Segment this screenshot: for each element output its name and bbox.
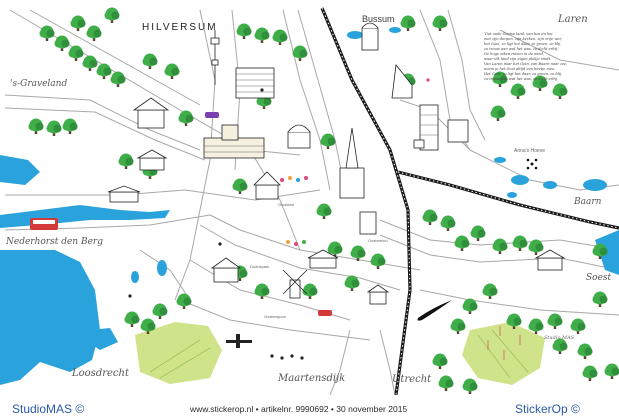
road bbox=[329, 329, 351, 395]
water-pond bbox=[389, 27, 401, 33]
meadow-left bbox=[135, 322, 222, 384]
label-laren: Laren bbox=[558, 14, 588, 25]
building-water-tower-bussum bbox=[361, 22, 379, 51]
airplane bbox=[226, 334, 252, 348]
building-house bbox=[307, 249, 339, 269]
label-utrecht: Utrecht bbox=[392, 374, 432, 385]
building-farm bbox=[366, 284, 390, 305]
building-tv-tower bbox=[210, 30, 220, 85]
road bbox=[4, 107, 206, 161]
building-church-spire bbox=[339, 127, 365, 199]
building-house bbox=[136, 149, 168, 171]
label-gooiland: Gooiland bbox=[278, 202, 295, 207]
road bbox=[379, 329, 396, 395]
road bbox=[249, 149, 301, 251]
water-pond bbox=[131, 271, 139, 283]
water-river bbox=[0, 205, 170, 228]
building-gooiland bbox=[235, 67, 275, 99]
road bbox=[139, 249, 191, 301]
label-loosdrecht: Loosdrecht bbox=[72, 368, 129, 379]
road bbox=[29, 9, 201, 106]
road bbox=[499, 29, 619, 71]
poem-line: zo trouw aan wat het was, zo dicht erbij… bbox=[484, 47, 560, 51]
label-soest: Soest bbox=[586, 273, 612, 283]
label-dudokpark: Dudokpark bbox=[250, 264, 270, 269]
building-house bbox=[413, 139, 425, 149]
poem-line: De hoge eiken ruisen in de wind, bbox=[484, 52, 545, 56]
label-oosterspoor: Oosterspoor bbox=[264, 314, 287, 319]
poem-line: Het Gooi, zo ligt het daar, zo groen, zo… bbox=[484, 72, 563, 76]
water-pond bbox=[511, 175, 529, 185]
poem-line: 'Dat oude Gooise land, van bos en hei bbox=[484, 32, 553, 36]
water-lake bbox=[88, 328, 118, 350]
road bbox=[379, 234, 619, 271]
building-town-hall bbox=[203, 124, 265, 159]
water-pond bbox=[347, 31, 363, 39]
car bbox=[205, 112, 219, 118]
poem-line: met zijn dorpen, zijn kerken, zijn vrije… bbox=[484, 37, 562, 41]
poem-line: het Gooi, zo ligt het daar, zo groen, zo… bbox=[484, 42, 562, 46]
road bbox=[447, 9, 486, 141]
building-house bbox=[210, 257, 242, 283]
water-bottom-left bbox=[0, 250, 100, 385]
label-baarn: Baarn bbox=[574, 197, 602, 207]
figures bbox=[30, 78, 538, 360]
poem-line: waar elk kind zijn eigen plekje vindt. bbox=[484, 57, 552, 61]
footer-brand-right: StickerOp © bbox=[515, 402, 580, 416]
people-group bbox=[280, 176, 308, 246]
label-bussum: Bussum bbox=[362, 14, 395, 24]
water-pond bbox=[507, 192, 517, 198]
buildings bbox=[107, 22, 566, 305]
railway bbox=[320, 7, 619, 395]
label-s-graveland: 's-Graveland bbox=[10, 79, 68, 89]
footer-brand-left: StudioMAS © bbox=[12, 402, 85, 416]
building-tower-right bbox=[419, 104, 439, 151]
building-windmill bbox=[282, 269, 308, 299]
label-maartensdijk: Maartensdijk bbox=[278, 373, 346, 384]
label-nederhorst: Nederhorst den Berg bbox=[6, 237, 103, 247]
building-villa bbox=[253, 171, 281, 200]
water-pond bbox=[157, 260, 167, 276]
poem-line: Van Laren naar het Gein, van Baarn naar … bbox=[484, 62, 568, 66]
meadows bbox=[135, 322, 545, 385]
map-illustration bbox=[0, 7, 619, 395]
building-church-bussum bbox=[391, 64, 413, 99]
building-house bbox=[107, 185, 141, 203]
water-pond bbox=[494, 157, 506, 163]
road bbox=[179, 299, 371, 341]
label-hilversum: HILVERSUM bbox=[142, 22, 218, 33]
water-pond bbox=[583, 179, 607, 191]
footer: StudioMAS © www.stickerop.nl • artikelnr… bbox=[0, 397, 619, 420]
people-walking bbox=[128, 78, 430, 360]
building-mansion-sgraveland bbox=[132, 97, 170, 129]
building-house bbox=[534, 249, 566, 271]
car bbox=[318, 310, 332, 316]
footer-article-info: www.stickerop.nl • artikelnr. 9990692 • … bbox=[190, 404, 408, 414]
road bbox=[174, 9, 216, 301]
label-oostereind: Oostereind bbox=[368, 238, 388, 243]
building-house bbox=[359, 211, 377, 235]
building-church-dome bbox=[287, 124, 311, 149]
meadow-right bbox=[462, 322, 545, 385]
poem-line: neem je het Gooi altijd een beetje mee. bbox=[484, 67, 556, 71]
road bbox=[297, 9, 346, 191]
nike-swoosh bbox=[417, 300, 452, 321]
road bbox=[379, 219, 619, 251]
artist-signature: Studio MAS bbox=[544, 335, 575, 341]
red-bus bbox=[30, 218, 58, 230]
water-lake bbox=[0, 155, 40, 185]
water-pond bbox=[543, 181, 557, 189]
road bbox=[419, 289, 619, 316]
road bbox=[199, 224, 401, 291]
golf-flags bbox=[487, 326, 521, 360]
label-annas-hoeve: Anna's Hoeve bbox=[514, 148, 545, 154]
flower-icon bbox=[526, 158, 538, 170]
building-hall bbox=[447, 119, 469, 143]
road bbox=[282, 9, 331, 191]
road bbox=[4, 94, 201, 151]
poem-line: zo trouw aan wat het was, zo dicht erbij… bbox=[484, 77, 559, 81]
